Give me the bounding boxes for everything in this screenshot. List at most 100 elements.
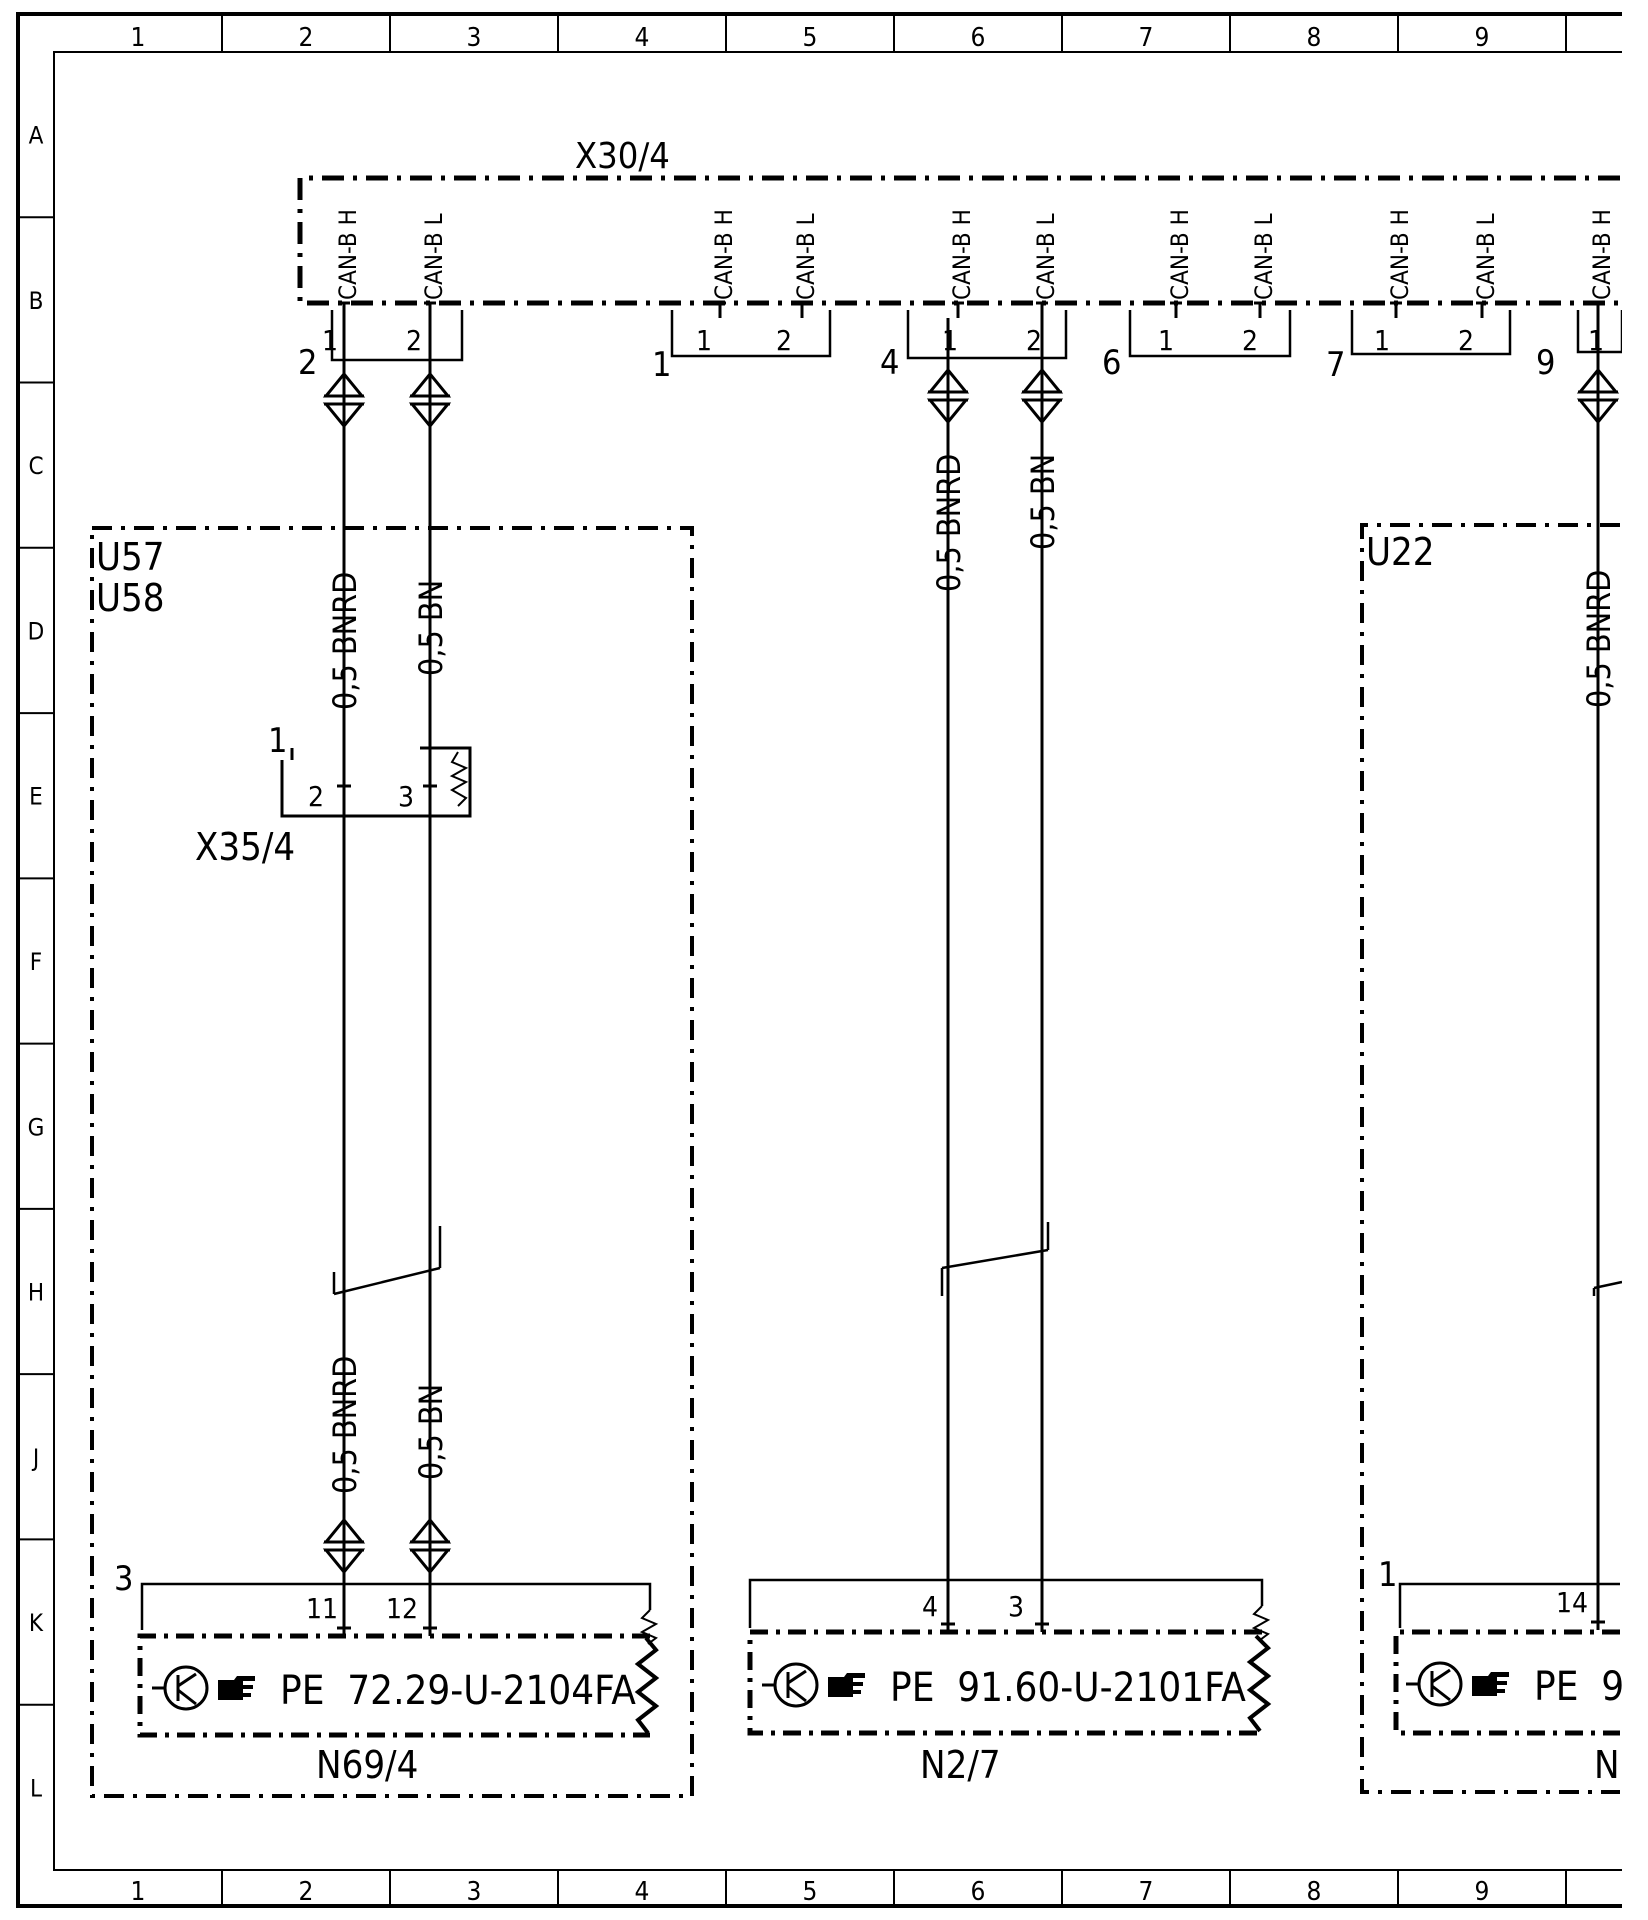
column-label-top: 4 (635, 23, 650, 53)
column-label-top: 2 (299, 23, 314, 53)
connector-outline (1350, 310, 1512, 356)
connector-number: 9 (1536, 343, 1555, 383)
plug-connector-icon (1020, 367, 1064, 425)
terminal-mark (337, 1620, 351, 1636)
column-label-bottom: 9 (1475, 1877, 1490, 1907)
connector-pin-number: 2 (406, 324, 422, 357)
bus-pin-label: CAN-B H (948, 209, 976, 300)
x35-pin-2: 2 (308, 780, 324, 813)
module-name: N2/7 (920, 1743, 1001, 1787)
box-u22: U22 (1360, 523, 1620, 1794)
outer-border (16, 12, 1622, 1908)
terminal-marks (337, 778, 1605, 1636)
column-label-bottom: 2 (299, 1877, 314, 1907)
module-pin: 14 (1556, 1586, 1588, 1619)
connector-outline (906, 310, 1068, 360)
bus-pin-label: CAN-B H (1166, 209, 1194, 300)
bus-pin-label: CAN-B H (1386, 209, 1414, 300)
bus-pin-labels: CAN-B H CAN-B L CAN-B H CAN-B L CAN-B H CAN-B… (334, 209, 1616, 318)
connector-x35-4: 1 2 3 X35/4 (195, 721, 472, 869)
row-label: C (28, 452, 43, 480)
connector-pin-number: 1 (696, 324, 712, 357)
connector-pin-number: 2 (1458, 324, 1474, 357)
module-pin: 4 (922, 1590, 938, 1623)
module-ref: PE 72.29-U-2104FA (280, 1668, 636, 1714)
connector-number: 4 (880, 343, 899, 383)
column-label-bottom: 7 (1139, 1877, 1154, 1907)
wire-label: 0,5 BNRD (930, 454, 968, 592)
module-connector-number: 3 (114, 1559, 133, 1599)
column-label-top: 7 (1139, 23, 1154, 53)
x35-pin-3: 3 (398, 780, 414, 813)
box-label-u57: U57 (96, 535, 165, 579)
connector-number: 7 (1326, 345, 1345, 385)
column-label-bottom: 5 (803, 1877, 818, 1907)
wire-label: 0,5 BNRD (326, 1356, 364, 1494)
connector-pin-number: 2 (776, 324, 792, 357)
bus-connector: 2 (298, 310, 464, 383)
pointing-hand-icon (218, 1676, 255, 1700)
row-label: E (29, 783, 43, 811)
connector-pin-number: 1 (1374, 324, 1390, 357)
bus-pin-label: CAN-B L (1032, 213, 1060, 300)
wire-label: 0,5 BN (412, 1384, 450, 1480)
terminal-mark (941, 1616, 955, 1632)
row-label: F (30, 948, 42, 976)
bus-pin-label: CAN-B L (1472, 213, 1500, 300)
row-label: G (28, 1113, 45, 1141)
connector-outline (330, 310, 464, 362)
column-label-bottom: 3 (467, 1877, 482, 1907)
module-n2-7: 4 3 PE 91.60-U-2101FA N2/7 (747, 1578, 1272, 1787)
wire-label: 0,5 BN (1024, 454, 1062, 550)
bus-connector: 9 (1536, 310, 1624, 383)
bus-pin-label: CAN-B H (710, 209, 738, 300)
control-unit-icon (1406, 1661, 1463, 1707)
box-label-u58: U58 (96, 576, 165, 620)
bus-pin-label: CAN-B H (334, 209, 362, 300)
terminal-mark (1591, 1614, 1605, 1630)
column-label-bottom: 8 (1307, 1877, 1322, 1907)
connector-pin-number: 2 (1026, 324, 1042, 357)
row-label: K (29, 1609, 44, 1637)
pointing-hand-icon (828, 1673, 865, 1697)
module-n69-4: 3 11 12 PE 72.29-U-2104FA N69/4 (114, 1559, 660, 1787)
wire-label: 0,5 BNRD (326, 572, 364, 710)
row-label: A (29, 122, 44, 150)
plug-connector-icon (322, 1517, 366, 1575)
column-label-top: 3 (467, 23, 482, 53)
row-label: B (29, 287, 44, 315)
column-label-bottom: 1 (131, 1877, 146, 1907)
column-label-bottom: 4 (635, 1877, 650, 1907)
twisted-pair-marks (332, 1222, 1623, 1296)
box-u57-u58: U57 U58 (90, 526, 694, 1798)
row-label: L (30, 1774, 42, 1802)
sheet-frame (16, 12, 1622, 1908)
bus-pin-label: CAN-B L (1250, 213, 1278, 300)
column-label-bottom: 6 (971, 1877, 986, 1907)
module-n3: 1 14 PE 9 N3 (1378, 1555, 1641, 1787)
control-unit-icon (762, 1662, 819, 1708)
bus-pin-label: CAN-B H (1588, 209, 1616, 300)
twist-line (941, 1248, 1049, 1270)
column-label-top: 8 (1307, 23, 1322, 53)
plug-symbols (322, 367, 1620, 1575)
bus-connector: 7 (1326, 310, 1512, 385)
column-label-top: 6 (971, 23, 986, 53)
row-label: H (28, 1279, 44, 1307)
bus-label: X30/4 (575, 136, 670, 177)
column-label-top: 9 (1475, 23, 1490, 53)
connector-pin-number: 1 (322, 324, 338, 357)
bus-connector: 4 (880, 310, 1068, 383)
module-ref: PE 9 (1534, 1664, 1624, 1710)
plug-connector-icon (408, 371, 452, 429)
module-connector-number: 1 (1378, 1555, 1397, 1595)
row-label: D (28, 617, 45, 645)
wires (342, 318, 1600, 1635)
connector-outline (1128, 310, 1292, 358)
module-pin: 11 (306, 1592, 338, 1625)
plug-connector-icon (1576, 367, 1620, 425)
module-pin: 3 (1008, 1590, 1024, 1623)
